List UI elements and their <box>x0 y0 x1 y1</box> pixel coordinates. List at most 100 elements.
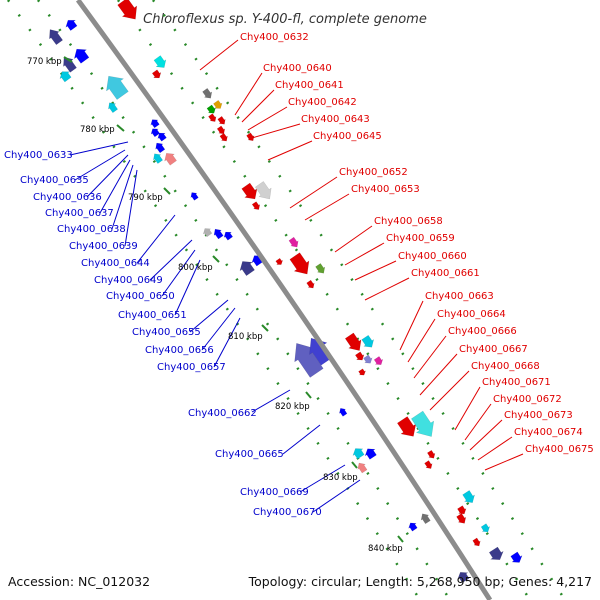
leader-line <box>69 141 129 156</box>
leader-line <box>282 424 321 455</box>
gene-label[interactable]: Chy400_0653 <box>351 184 420 195</box>
gene-label[interactable]: Chy400_0636 <box>33 192 102 203</box>
gene-arrow <box>288 236 299 248</box>
kbp-markers: 770 kbp 780 kbp 790 kbp 800 kbp 810 kbp … <box>27 56 404 554</box>
gene-label[interactable]: Chy400_0669 <box>240 487 309 498</box>
gene-arrow <box>357 462 368 474</box>
kbp-label: 840 kbp <box>368 544 403 554</box>
gene-arrow <box>510 551 523 563</box>
gene-label[interactable]: Chy400_0651 <box>118 310 187 321</box>
leader-line <box>161 249 196 297</box>
gene-label[interactable]: Chy400_0641 <box>275 80 344 91</box>
leader-line <box>312 479 361 513</box>
gene-arrow <box>63 56 77 73</box>
topology-summary: Topology: circular; Length: 5,268,950 bp… <box>248 574 592 589</box>
kbp-marker: 820 kbp <box>275 391 312 412</box>
gene-label[interactable]: Chy400_0666 <box>448 326 517 337</box>
gene-label[interactable]: Chy400_0632 <box>240 32 309 43</box>
gene-label[interactable]: Chy400_0637 <box>45 208 114 219</box>
gene-arrow <box>456 513 467 524</box>
leader-line <box>399 300 424 351</box>
gene-arrow <box>73 48 90 64</box>
kbp-label: 810 kbp <box>228 332 263 342</box>
gene-label[interactable]: Chy400_0673 <box>504 410 573 421</box>
gene-arrow <box>251 201 261 210</box>
gene-label[interactable]: Chy400_0633 <box>4 150 73 161</box>
gene-label[interactable]: Chy400_0652 <box>339 167 408 178</box>
gene-label[interactable]: Chy400_0635 <box>20 175 89 186</box>
leader-line <box>174 259 201 316</box>
leader-line <box>454 386 481 431</box>
gene-label[interactable]: Chy400_0672 <box>493 394 562 405</box>
gene-label[interactable]: Chy400_0660 <box>398 251 467 262</box>
gene-label[interactable]: Chy400_0657 <box>157 362 226 373</box>
gene-label[interactable]: Chy400_0667 <box>459 344 528 355</box>
gene-arrow <box>49 29 64 46</box>
gene-label[interactable]: Chy400_0674 <box>514 427 583 438</box>
gene-label[interactable]: Chy400_0661 <box>411 268 480 279</box>
gene-arrow <box>306 279 315 289</box>
gene-label[interactable]: Chy400_0649 <box>94 275 163 286</box>
gene-arrow <box>364 448 377 460</box>
gene-arrow <box>396 416 417 437</box>
leader-line <box>354 260 397 281</box>
gene-label[interactable]: Chy400_0650 <box>106 291 175 302</box>
gene-label[interactable]: Chy400_0664 <box>437 309 506 320</box>
leader-line <box>124 169 138 247</box>
kbp-marker: 790 kbp <box>128 187 171 203</box>
gene-label[interactable]: Chy400_0640 <box>263 63 332 74</box>
leader-line <box>464 403 492 441</box>
gene-arrow <box>289 252 310 275</box>
gene-label[interactable]: Chy400_0671 <box>482 377 551 388</box>
gene-label[interactable]: Chy400_0644 <box>81 258 150 269</box>
gene-label[interactable]: Chy400_0642 <box>288 97 357 108</box>
leader-line <box>251 389 291 413</box>
gene-arrow <box>153 153 164 164</box>
reverse-gene-labels: Chy400_0633 Chy400_0635 Chy400_0636 Chy4… <box>4 150 322 518</box>
gene-arrow <box>206 104 217 114</box>
gene-label[interactable]: Chy400_0668 <box>471 361 540 372</box>
gene-features <box>49 0 523 584</box>
leader-line <box>199 39 239 71</box>
gene-arrow <box>213 99 223 109</box>
gene-label[interactable]: Chy400_0659 <box>386 233 455 244</box>
kbp-label: 780 kbp <box>80 125 115 135</box>
gene-label[interactable]: Chy400_0638 <box>57 224 126 235</box>
gene-arrow <box>426 449 436 459</box>
leader-line <box>149 239 193 281</box>
gene-label[interactable]: Chy400_0643 <box>301 114 370 125</box>
gene-label[interactable]: Chy400_0658 <box>374 216 443 227</box>
gene-arrow <box>361 334 375 348</box>
gene-label[interactable]: Chy400_0655 <box>132 327 201 338</box>
gene-arrow <box>223 231 234 241</box>
gene-label[interactable]: Chy400_0662 <box>188 408 257 419</box>
gene-label[interactable]: Chy400_0663 <box>425 291 494 302</box>
gene-arrow <box>190 192 199 201</box>
gene-arrow <box>65 19 78 31</box>
leader-line <box>99 159 131 214</box>
leader-line <box>477 436 513 461</box>
gene-label[interactable]: Chy400_0670 <box>253 507 322 518</box>
gene-arrow <box>254 181 272 200</box>
gene-arrow <box>352 448 365 460</box>
gene-arrow <box>151 69 162 79</box>
gene-label[interactable]: Chy400_0675 <box>525 444 594 455</box>
gene-arrow <box>408 522 418 532</box>
gene-arrow <box>150 128 161 138</box>
gene-label[interactable]: Chy400_0665 <box>215 449 284 460</box>
gene-arrow <box>155 142 166 154</box>
gene-arrow <box>457 571 470 584</box>
kbp-label: 830 kbp <box>323 473 358 483</box>
gene-arrow <box>480 523 491 533</box>
leader-line <box>484 453 524 471</box>
gene-label[interactable]: Chy400_0656 <box>145 345 214 356</box>
gene-arrow <box>117 0 138 20</box>
gene-arrow <box>358 368 367 376</box>
kbp-label: 790 kbp <box>128 193 163 203</box>
kbp-label: 770 kbp <box>27 57 62 67</box>
leader-line <box>469 419 503 451</box>
gene-label[interactable]: Chy400_0639 <box>69 241 138 252</box>
gene-label[interactable]: Chy400_0645 <box>313 131 382 142</box>
kbp-marker: 840 kbp <box>368 535 404 554</box>
